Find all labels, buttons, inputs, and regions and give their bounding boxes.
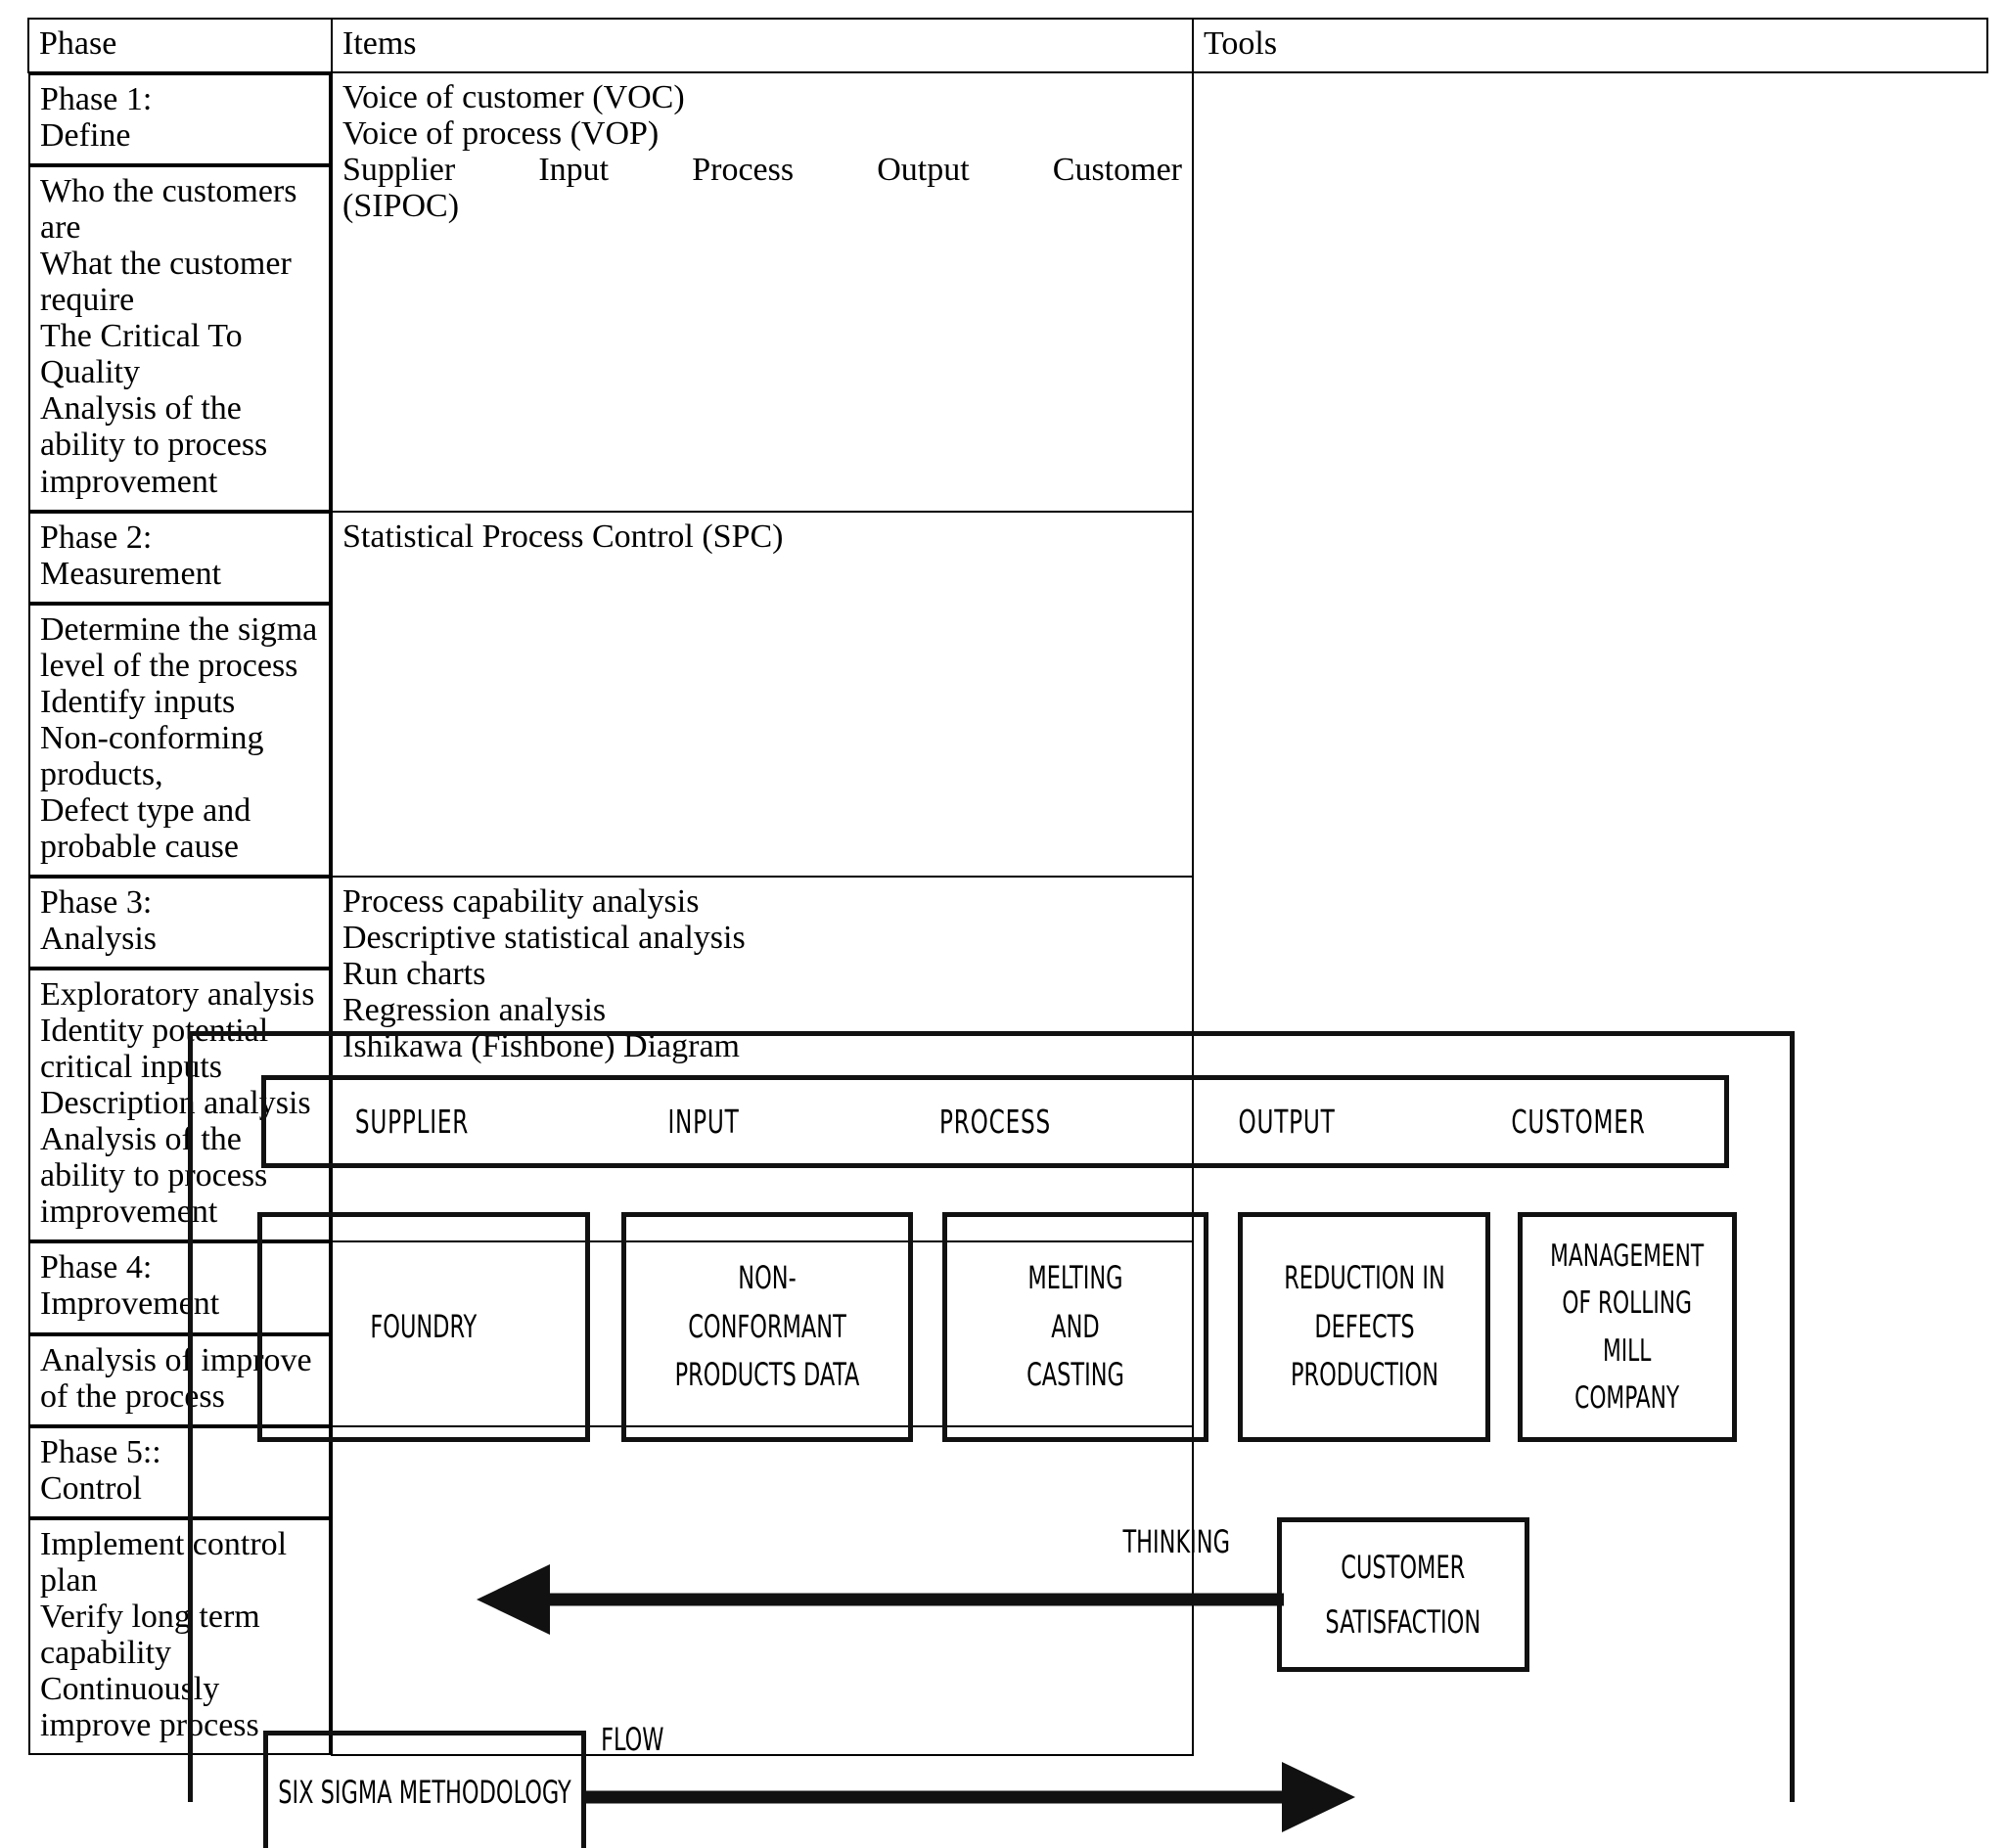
customer-satisfaction-box: CUSTOMER SATISFACTION bbox=[1277, 1517, 1529, 1672]
table-header-row: Phase Items Tools bbox=[27, 17, 1988, 74]
cell-phase: Phase 1: Define bbox=[28, 73, 331, 166]
cell-tools: Statistical Process Control (SPC) bbox=[331, 510, 1194, 878]
sipoc-box-process: MELTING AND CASTING bbox=[942, 1212, 1208, 1442]
thinking-arrow-label: THINKING bbox=[1122, 1523, 1231, 1560]
cell-items: Determine the sigma level of the process… bbox=[28, 603, 331, 877]
sipoc-header-process: PROCESS bbox=[939, 1103, 1051, 1141]
thinking-left-arrow-icon bbox=[477, 1564, 1284, 1635]
sipoc-header-input: INPUT bbox=[667, 1103, 740, 1141]
flow-right-arrow-icon bbox=[582, 1762, 1355, 1832]
tool-line: Statistical Process Control (SPC) bbox=[342, 518, 784, 555]
tool-line: Descriptive statistical analysis bbox=[342, 920, 746, 957]
table-row: Phase 3: Analysis Exploratory analysis I… bbox=[28, 875, 1987, 1243]
sipoc-header-supplier: SUPPLIER bbox=[354, 1103, 470, 1141]
cell-items: Exploratory analysis Identity potential … bbox=[28, 969, 331, 1242]
sipoc-diagram-frame: SUPPLIER INPUT PROCESS OUTPUT CUSTOMER F… bbox=[188, 1031, 1795, 1848]
column-header-items: Items bbox=[331, 17, 1194, 74]
tool-line-justified: Supplier Input Process Output Customer bbox=[342, 152, 1182, 189]
sipoc-box-output: REDUCTION IN DEFECTS PRODUCTION bbox=[1238, 1212, 1490, 1442]
cell-tools-empty bbox=[331, 1240, 1194, 1427]
sipoc-header-customer: CUSTOMER bbox=[1511, 1103, 1646, 1141]
cell-phase: Phase 2: Measurement bbox=[28, 511, 331, 604]
sipoc-box-customer: MANAGEMENT OF ROLLING MILL COMPANY bbox=[1518, 1212, 1737, 1442]
column-header-tools: Tools bbox=[1192, 17, 1988, 74]
tool-line: Regression analysis bbox=[342, 992, 607, 1029]
dmaic-phase-table: Phase Items Tools Phase 1: Define Who th… bbox=[27, 17, 1988, 1756]
sipoc-header-output: OUTPUT bbox=[1238, 1103, 1336, 1141]
tool-line: Process capability analysis bbox=[342, 882, 700, 920]
flow-arrow-label: FLOW bbox=[601, 1721, 664, 1758]
table-row: Phase 5:: Control Implement control plan… bbox=[28, 1424, 1987, 1756]
cell-phase: Phase 3: Analysis bbox=[28, 876, 331, 969]
sipoc-header-bar: SUPPLIER INPUT PROCESS OUTPUT CUSTOMER bbox=[261, 1075, 1729, 1168]
sipoc-box-supplier: FOUNDRY bbox=[257, 1212, 590, 1442]
cell-phase: Phase 5:: Control bbox=[28, 1425, 331, 1518]
tool-line: Voice of customer (VOC) bbox=[342, 79, 685, 116]
cell-tools: Voice of customer (VOC) Voice of process… bbox=[331, 71, 1194, 513]
table-row: Phase 1: Define Who the customers are Wh… bbox=[28, 71, 1987, 513]
cell-items: Who the customers are What the customer … bbox=[28, 165, 331, 512]
table-row: Phase 2: Measurement Determine the sigma… bbox=[28, 510, 1987, 878]
cell-items: Implement control plan Verify long term … bbox=[28, 1517, 331, 1755]
cell-tools: Process capability analysis Descriptive … bbox=[331, 875, 1194, 1243]
six-sigma-methodology-box: SIX SIGMA METHODOLOGY bbox=[263, 1731, 586, 1848]
sipoc-box-input: NON-CONFORMANT PRODUCTS DATA bbox=[621, 1212, 913, 1442]
cell-tools-empty bbox=[331, 1424, 1194, 1756]
sipoc-box-row: FOUNDRY NON-CONFORMANT PRODUCTS DATA MEL… bbox=[257, 1212, 1737, 1442]
column-header-phase: Phase bbox=[27, 17, 333, 74]
tool-line: (SIPOC) bbox=[342, 188, 460, 225]
tool-line: Run charts bbox=[342, 956, 486, 993]
tool-line: Voice of process (VOP) bbox=[342, 115, 660, 153]
